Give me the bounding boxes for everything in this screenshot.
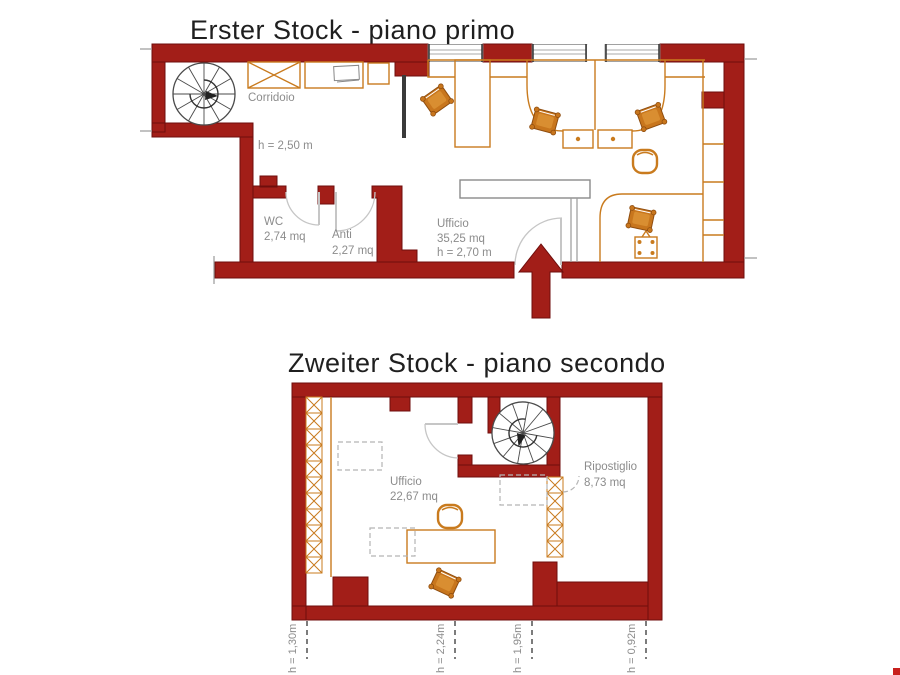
reception-counter (459, 179, 591, 199)
printer-stand (634, 236, 658, 259)
room-label-ripostiglio: Ripostiglio (584, 461, 637, 473)
spiral-staircase-icon (172, 62, 236, 126)
floor2-plan: Zweiter Stock - piano secondo (287, 348, 666, 673)
office-chair (625, 204, 657, 234)
room-label-corridoio: Corridoio (248, 92, 295, 104)
counter-partition (570, 198, 578, 262)
room-label-ufficio1: Ufficio (437, 218, 469, 230)
height-mark-3: h = 1,95m (512, 624, 524, 673)
floor2-furniture (337, 441, 548, 564)
floor1-windows (427, 44, 661, 62)
room-area-wc: 2,74 mq (264, 231, 306, 243)
monitor-icon (333, 64, 360, 82)
room-area-ripostiglio: 8,73 mq (584, 477, 626, 489)
window (427, 44, 484, 62)
hall-height-label: h = 2,50 m (258, 140, 313, 152)
height-mark-1: h = 1,30m (287, 624, 299, 673)
floor1-doors (285, 191, 563, 266)
dashed-fixture (337, 441, 383, 471)
height-mark-4: h = 0,92m (626, 624, 638, 673)
floor1-title: Erster Stock - piano primo (190, 15, 515, 45)
window (604, 44, 661, 62)
room-label-anti: Anti (332, 229, 352, 241)
room-height-ufficio1: h = 2,70 m (437, 247, 492, 259)
dashed-fixture (499, 474, 548, 506)
room-area-anti: 2,27 mq (332, 245, 374, 257)
floor2-title: Zweiter Stock - piano secondo (288, 348, 666, 378)
room-area-ufficio2: 22,67 mq (390, 491, 438, 503)
room-label-ufficio2: Ufficio (390, 476, 422, 488)
glass-partition (402, 75, 406, 138)
dimension-ticks (140, 48, 757, 284)
dashed-fixture (369, 527, 416, 557)
desk-chair (436, 503, 464, 530)
side-cabinet (367, 62, 390, 85)
corridor-furniture (247, 61, 390, 89)
office-chair (418, 82, 456, 118)
height-dimension-marks: h = 1,30m h = 2,24m h = 1,95m h = 0,92m (287, 621, 647, 673)
roof-strip-right (546, 476, 564, 558)
height-mark-2: h = 2,24m (435, 624, 447, 673)
floor2-walls (291, 382, 663, 621)
office-chair (427, 566, 463, 600)
desk (406, 529, 496, 564)
entrance-arrow-icon (517, 243, 565, 319)
room-label-wc: WC (264, 216, 283, 228)
floor1-plan: Erster Stock - piano primo (140, 15, 757, 319)
corner-marker (893, 668, 900, 675)
window-mullion (587, 44, 605, 62)
office-desks (427, 59, 724, 262)
roof-strip-left (305, 396, 332, 577)
room-area-ufficio1: 35,25 mq (437, 233, 485, 245)
floor2-doors (424, 423, 580, 493)
stool (631, 148, 659, 175)
window (531, 44, 588, 62)
